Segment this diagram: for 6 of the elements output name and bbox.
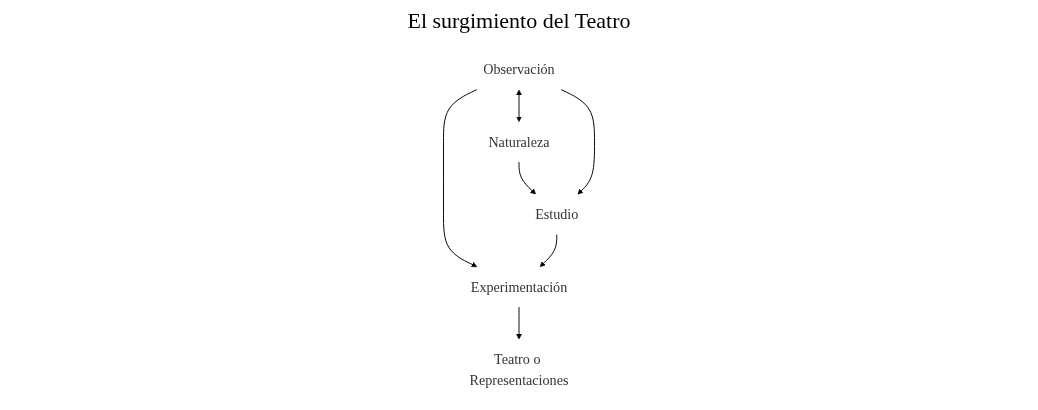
node-text: Naturaleza	[488, 133, 550, 150]
node-text: Experimentación	[470, 278, 568, 295]
node-text: Observación	[483, 61, 555, 78]
node-text: Estudio	[535, 206, 579, 223]
node-text: Teatro o Representaciones	[469, 351, 569, 389]
diagram-title: El surgimiento del Teatro	[406, 8, 632, 34]
